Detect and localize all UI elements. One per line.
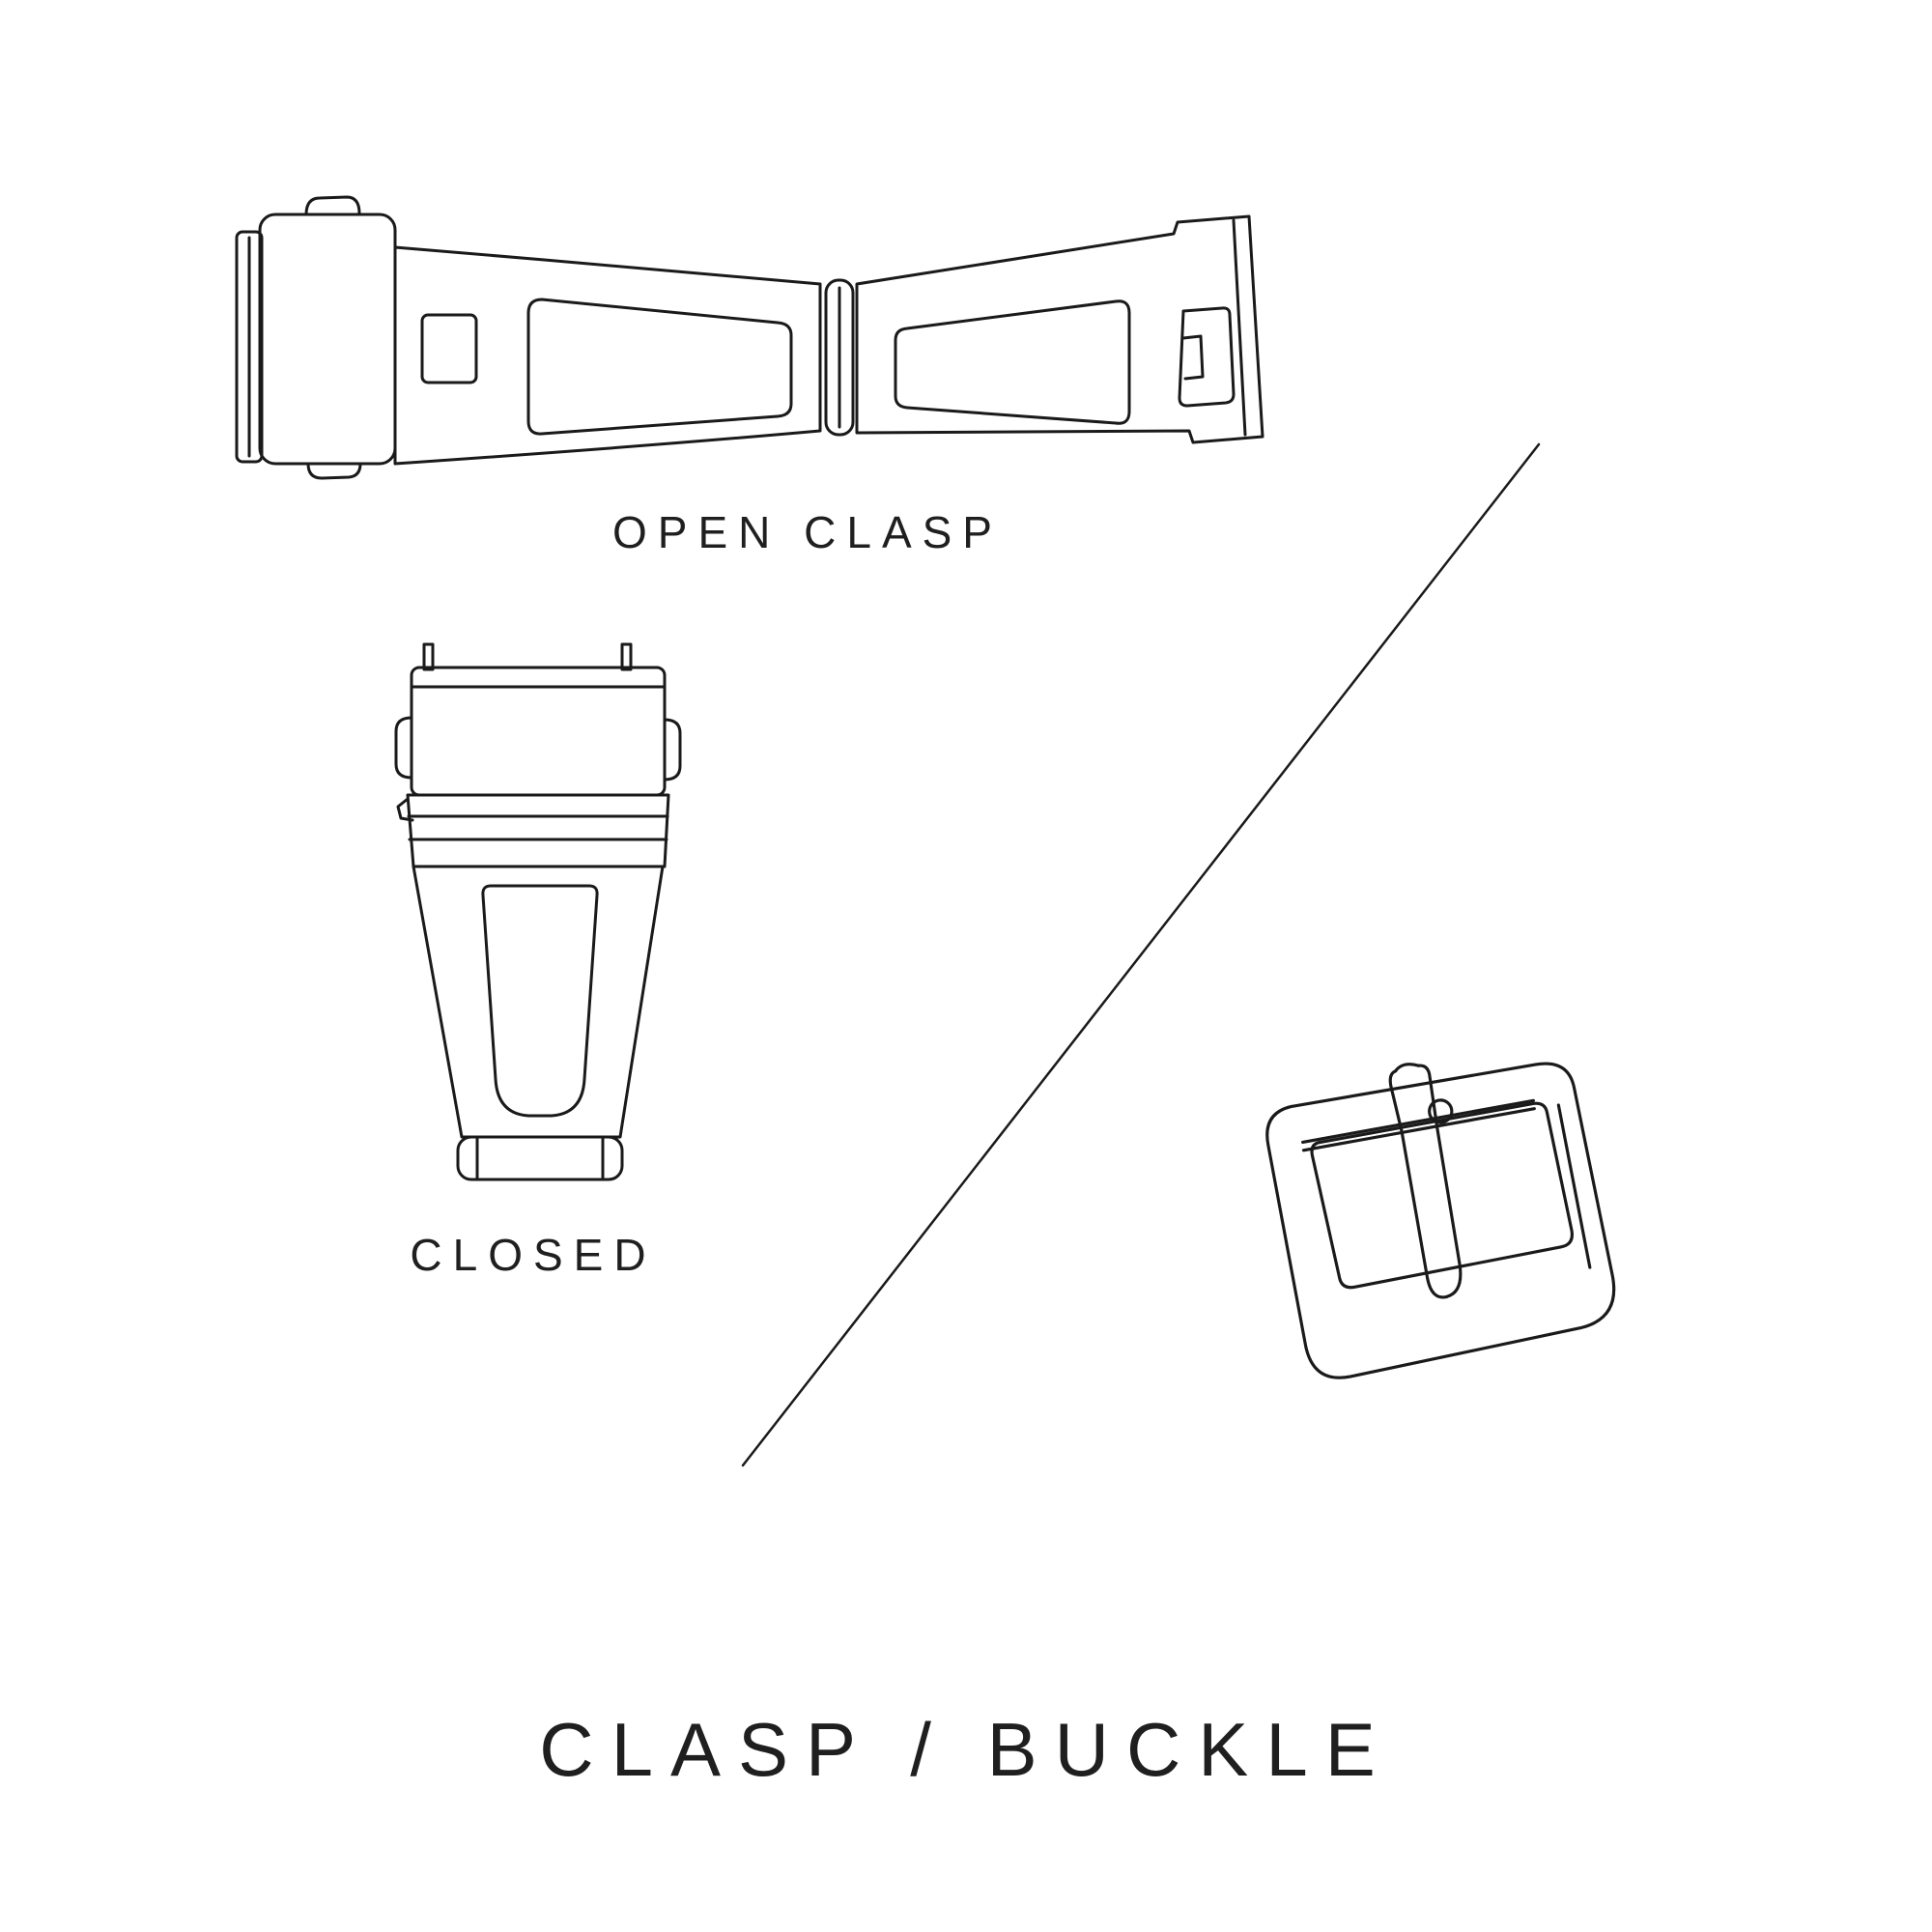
page-title: CLASP / BUCKLE xyxy=(539,1707,1393,1792)
closed-clasp-illustration xyxy=(394,642,682,1181)
closed-clasp-body xyxy=(412,865,665,1139)
open-clasp-left-cover xyxy=(258,195,397,480)
open-clasp-illustration xyxy=(235,195,1264,480)
closed-clasp-prongs xyxy=(422,642,633,671)
closed-clasp-bottom-link xyxy=(456,1135,624,1181)
open-clasp-left-arm xyxy=(393,245,822,466)
buckle-pin-bar xyxy=(1300,1098,1536,1152)
closed-clasp-label: CLOSED xyxy=(410,1230,657,1280)
open-clasp-left-end-link xyxy=(235,230,264,464)
open-clasp-right-arm xyxy=(855,214,1264,444)
buckle-frame xyxy=(1265,1062,1616,1379)
buckle-prong xyxy=(1388,1063,1463,1299)
tang-buckle-illustration xyxy=(1265,1062,1616,1379)
open-clasp-label: OPEN CLASP xyxy=(612,507,1003,557)
open-clasp-center-hinge xyxy=(824,278,855,437)
closed-clasp-top-cover xyxy=(394,666,682,797)
closed-clasp-fold-bands xyxy=(396,793,670,868)
